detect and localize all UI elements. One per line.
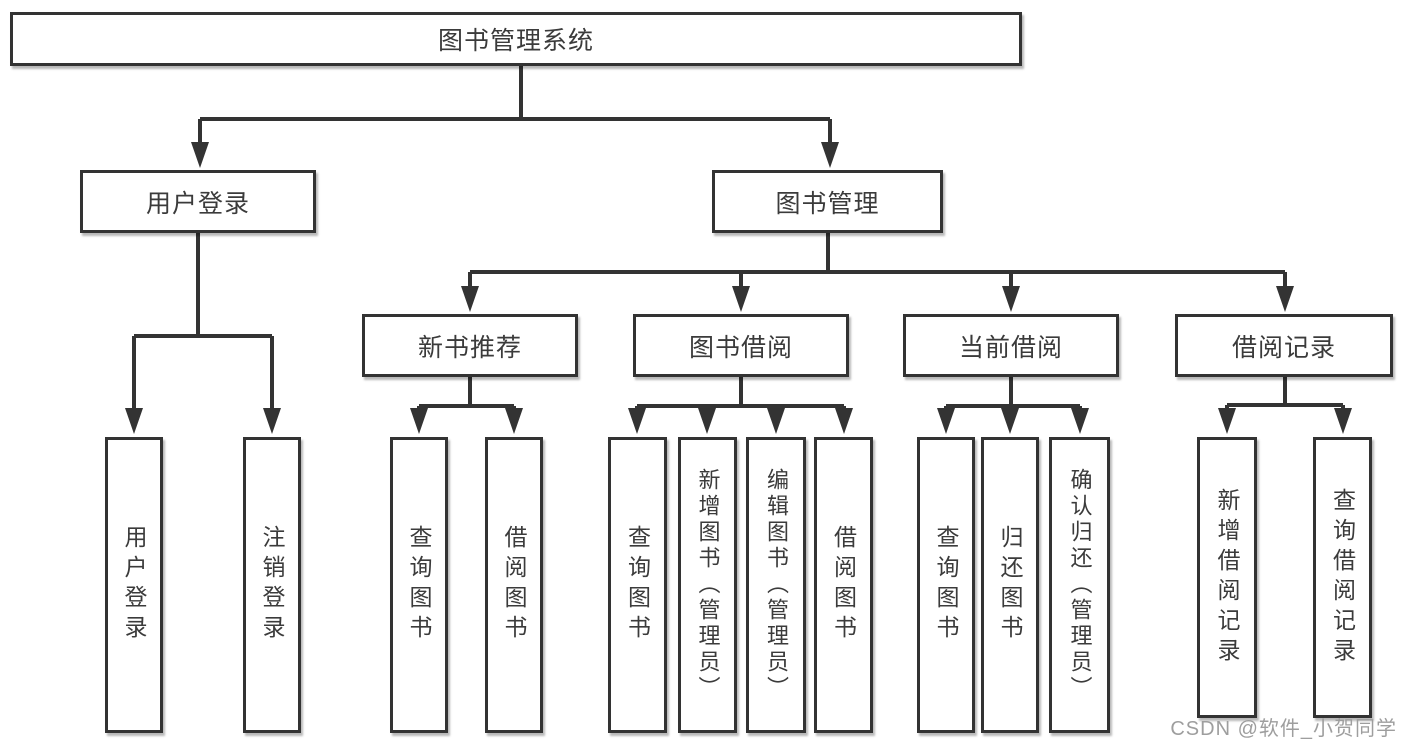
node-book-borrow: 图书借阅 — [633, 314, 849, 377]
leaf-query-books-1: 查询图书 — [390, 437, 448, 733]
node-current-borrow: 当前借阅 — [903, 314, 1119, 377]
node-borrow-records-label: 借阅记录 — [1231, 333, 1336, 362]
node-book-management: 图书管理 — [712, 170, 943, 233]
leaf-query-borrow-record-label: 查询借阅记录 — [1329, 487, 1356, 668]
leaf-borrow-books-1-label: 借阅图书 — [501, 525, 527, 645]
leaf-user-login: 用户登录 — [105, 437, 163, 733]
node-current-borrow-label: 当前借阅 — [958, 333, 1063, 362]
root-node-label: 图书管理系统 — [437, 27, 594, 55]
leaf-borrow-books-1: 借阅图书 — [485, 437, 543, 733]
leaf-add-books-admin-label: 新增图书（管理员） — [695, 468, 721, 702]
leaf-query-books-1-label: 查询图书 — [406, 525, 432, 645]
leaf-add-books-admin: 新增图书（管理员） — [678, 437, 737, 733]
leaf-query-books-2: 查询图书 — [608, 437, 667, 733]
node-borrow-records: 借阅记录 — [1175, 314, 1393, 377]
leaf-query-books-3-label: 查询图书 — [933, 525, 959, 645]
leaf-user-login-label: 用户登录 — [121, 525, 147, 645]
leaf-confirm-return-admin-label: 确认归还（管理员） — [1067, 468, 1093, 702]
leaf-logout-label: 注销登录 — [259, 525, 285, 645]
leaf-query-borrow-record: 查询借阅记录 — [1313, 437, 1372, 718]
node-new-book-recommend: 新书推荐 — [362, 314, 578, 377]
leaf-borrow-books-2: 借阅图书 — [814, 437, 873, 733]
leaf-add-borrow-record-label: 新增借阅记录 — [1214, 487, 1240, 668]
leaf-borrow-books-2-label: 借阅图书 — [830, 525, 857, 645]
node-book-borrow-label: 图书借阅 — [688, 333, 793, 362]
leaf-add-borrow-record: 新增借阅记录 — [1197, 437, 1257, 718]
leaf-logout: 注销登录 — [243, 437, 301, 733]
leaf-return-books: 归还图书 — [981, 437, 1039, 733]
leaf-confirm-return-admin: 确认归还（管理员） — [1049, 437, 1110, 733]
leaf-query-books-3: 查询图书 — [917, 437, 975, 733]
csdn-watermark: CSDN @软件_小贺同学 — [1170, 718, 1397, 740]
node-user-login-label: 用户登录 — [145, 189, 250, 218]
root-node-library-management-system: 图书管理系统 — [10, 12, 1022, 66]
leaf-query-books-2-label: 查询图书 — [624, 525, 651, 645]
leaf-edit-books-admin-label: 编辑图书（管理员） — [764, 468, 789, 702]
leaf-edit-books-admin: 编辑图书（管理员） — [746, 437, 806, 733]
node-new-book-recommend-label: 新书推荐 — [417, 333, 522, 362]
node-user-login: 用户登录 — [80, 170, 316, 233]
leaf-return-books-label: 归还图书 — [997, 525, 1023, 645]
node-book-management-label: 图书管理 — [775, 189, 880, 218]
